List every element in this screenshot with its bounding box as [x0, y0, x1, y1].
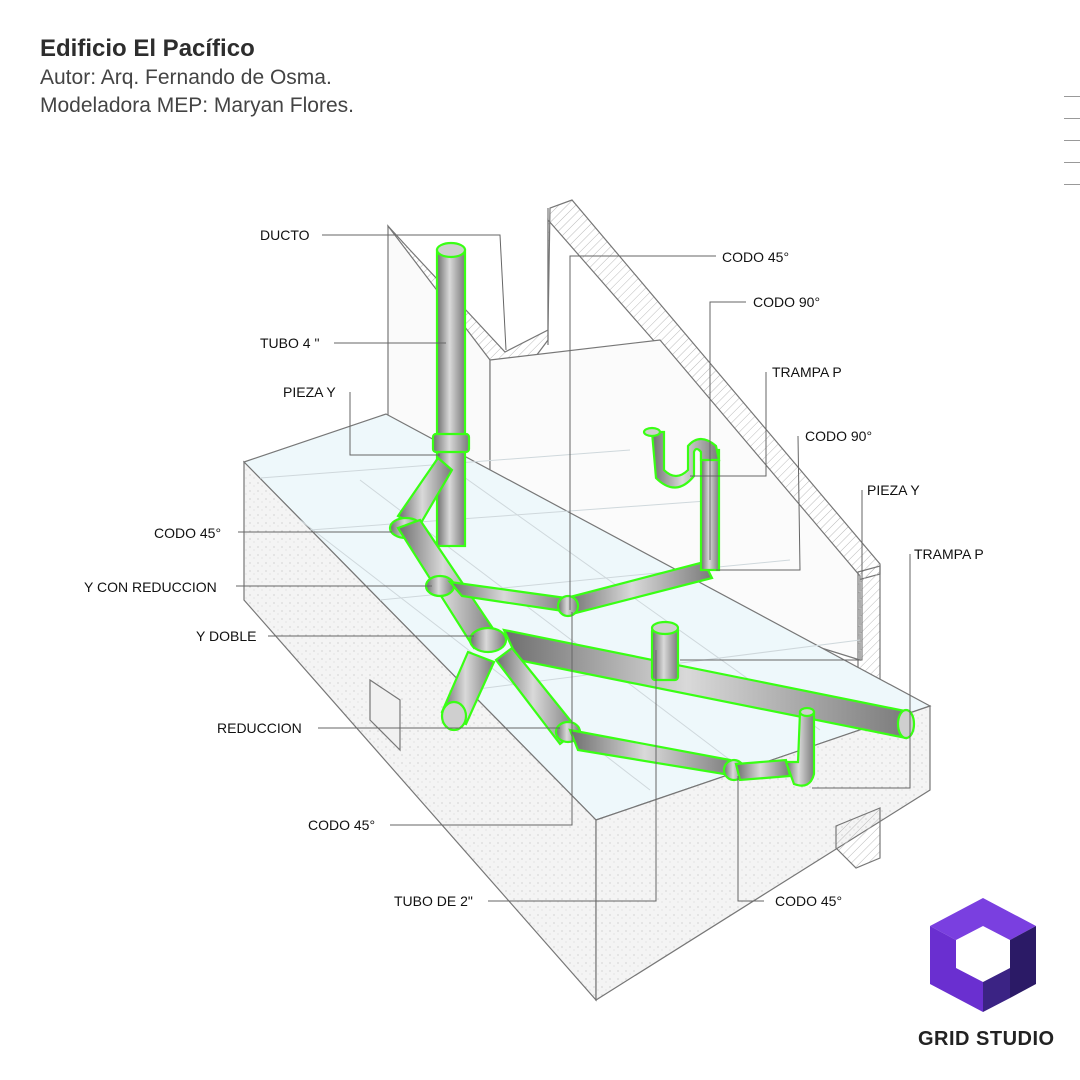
beam-right [835, 807, 881, 869]
leader-lines [236, 234, 911, 902]
fitting-codo45-upper [556, 594, 580, 618]
label-codo90-right: CODO 90° [805, 428, 872, 444]
label-y-con-reduccion: Y CON REDUCCION [84, 579, 217, 595]
edge-marks [1064, 96, 1080, 206]
label-ducto: DUCTO [260, 227, 310, 243]
label-codo45-left: CODO 45° [154, 525, 221, 541]
trap-inlet-upper [642, 426, 662, 438]
trap-inlet-right [798, 706, 816, 718]
fitting-trampa-p-upper [650, 430, 721, 489]
label-pieza-y-left: PIEZA Y [283, 384, 336, 400]
label-tubo-2: TUBO DE 2" [394, 893, 473, 909]
pipe-stub-end [440, 700, 468, 732]
pipe-long-run-end [896, 708, 916, 740]
fitting-pieza-y-left [431, 432, 471, 454]
brand-name: GRID STUDIO [918, 1028, 1055, 1050]
label-codo90-top: CODO 90° [753, 294, 820, 310]
label-reduccion: REDUCCION [217, 720, 302, 736]
author-line: Autor: Arq. Fernando de Osma. [40, 66, 332, 89]
labels: DUCTO TUBO 4 " PIEZA Y CODO 45° Y CON RE… [84, 227, 984, 909]
slab-front-side [595, 705, 931, 1002]
drawing-title: Edificio El Pacífico [40, 35, 255, 62]
label-codo45-bottom-right: CODO 45° [775, 893, 842, 909]
pipes [388, 241, 916, 787]
label-codo45-bottom: CODO 45° [308, 817, 375, 833]
pipe-stack-top [435, 241, 467, 259]
label-tubo-4: TUBO 4 " [260, 335, 319, 351]
header: Edificio El Pacífico Autor: Arq. Fernand… [40, 34, 354, 120]
label-trampa-p-top: TRAMPA P [772, 364, 842, 380]
pieza-y-right-top [650, 620, 680, 636]
pipe-stack-4in [435, 248, 467, 548]
beam-left [369, 678, 401, 752]
fitting-trampa-p-right [784, 710, 816, 787]
pipe-2in-b [734, 758, 792, 782]
label-y-doble: Y DOBLE [196, 628, 256, 644]
grid-studio-logo [930, 898, 1036, 1012]
label-codo45-top: CODO 45° [722, 249, 789, 265]
label-trampa-p-right: TRAMPA P [914, 546, 984, 562]
modeler-line: Modeladora MEP: Maryan Flores. [40, 94, 354, 117]
fitting-y-doble [468, 626, 508, 654]
label-pieza-y-right: PIEZA Y [867, 482, 920, 498]
